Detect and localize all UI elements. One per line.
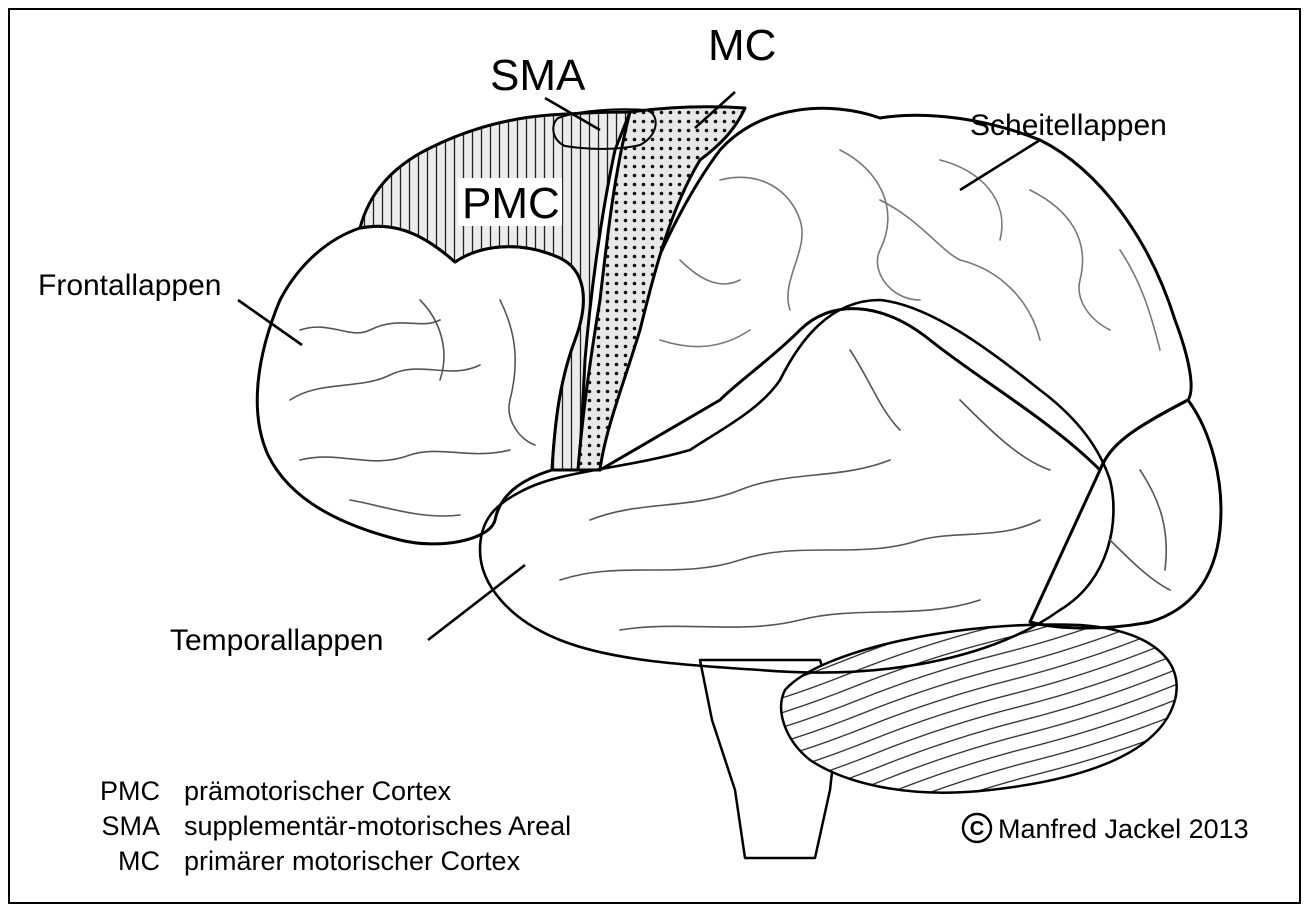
frontal-gyri <box>290 300 535 516</box>
copyright-symbol: C <box>970 818 984 840</box>
legend-text-mc: primärer motorischer Cortex <box>184 846 521 876</box>
legend: PMC prämotorischer Cortex SMA supplement… <box>100 776 571 876</box>
sma-label: SMA <box>490 51 586 100</box>
pmc-label: PMC <box>462 179 560 228</box>
legend-text-sma: supplementär-motorisches Areal <box>184 811 571 841</box>
temporal-gyri <box>560 350 1050 630</box>
occipital-gyri <box>1110 470 1170 590</box>
mc-label: MC <box>708 21 776 70</box>
legend-abbr-pmc: PMC <box>100 776 160 806</box>
legend-abbr-mc: MC <box>118 846 160 876</box>
legend-text-pmc: prämotorischer Cortex <box>184 776 452 806</box>
parietal-gyri <box>660 150 1160 350</box>
frontallappen-leader-line <box>238 300 302 345</box>
temporallappen-leader-line <box>428 565 525 640</box>
scheitellappen-leader-line <box>960 140 1040 190</box>
legend-abbr-sma: SMA <box>101 811 160 841</box>
scheitellappen-label: Scheitellappen <box>970 109 1167 142</box>
copyright-text: Manfred Jackel 2013 <box>998 814 1249 844</box>
frontallappen-label: Frontallappen <box>38 269 221 302</box>
copyright: C Manfred Jackel 2013 <box>963 814 1249 844</box>
frontal-lobe <box>257 226 583 544</box>
temporallappen-label: Temporallappen <box>170 624 383 657</box>
